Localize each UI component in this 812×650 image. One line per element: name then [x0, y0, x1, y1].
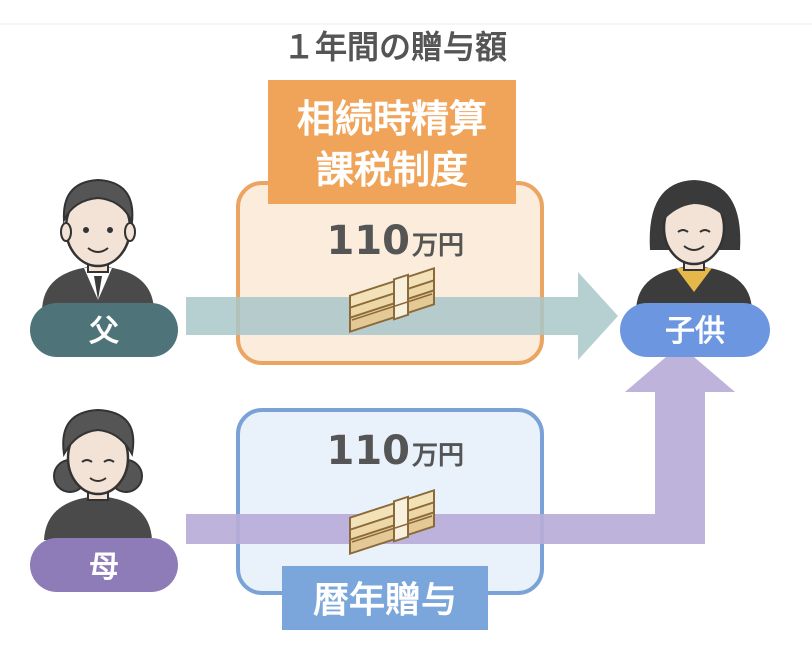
woman-icon: [44, 408, 152, 540]
diagram-title: １年間の贈与額: [283, 28, 507, 66]
child-label: 子供: [665, 314, 725, 349]
money-stack-icon: [349, 267, 435, 333]
lower-amount-number: 110: [327, 428, 411, 474]
upper-box-tag: [268, 80, 516, 204]
child-icon: [636, 180, 752, 312]
mother-label: 母: [89, 550, 119, 585]
mother-arrow: [186, 345, 735, 544]
upper-amount-number: 110: [327, 218, 411, 264]
mother-label-pill: [30, 538, 178, 592]
father-label-pill: [30, 303, 178, 357]
upper-tag-line2: 課税制度: [316, 148, 468, 192]
lower-box-tag: [282, 566, 488, 630]
lower-amount-unit: 万円: [412, 441, 464, 471]
child-label-pill: [620, 303, 770, 357]
upper-amount-unit: 万円: [412, 231, 464, 261]
lower-tag-label: 暦年贈与: [313, 580, 457, 621]
father-label: 父: [89, 314, 119, 349]
man-icon: [42, 178, 154, 312]
upper-tag-line1: 相続時精算: [297, 97, 487, 141]
upper-box: [236, 181, 544, 365]
money-stack-icon: [349, 489, 435, 555]
